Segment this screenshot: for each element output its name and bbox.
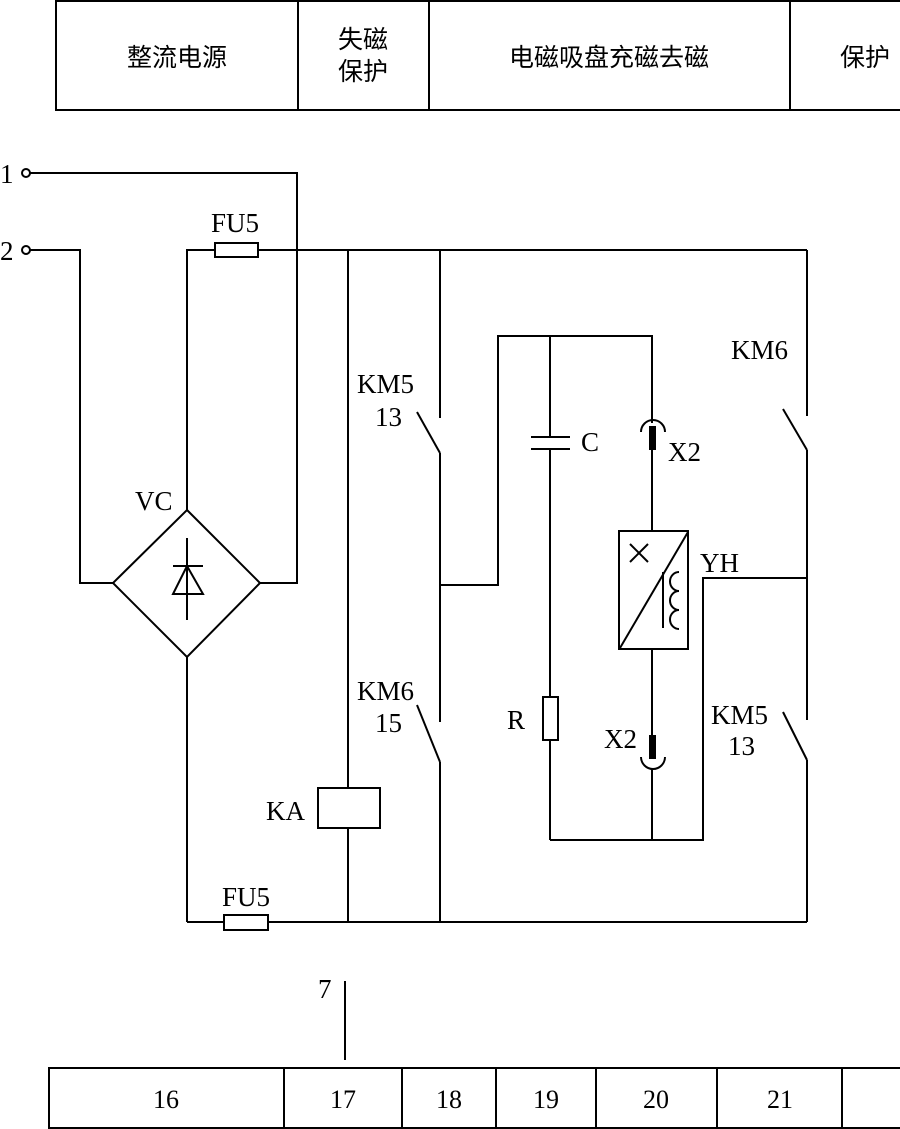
km6-right-label: KM6 — [731, 335, 788, 365]
connector-bottom — [640, 735, 666, 770]
header-border — [55, 0, 900, 111]
electromagnetic-chuck — [618, 530, 689, 650]
resistor — [542, 696, 559, 741]
fuse-top-label: FU5 — [211, 208, 259, 238]
column-19: 19 — [533, 1085, 559, 1114]
column-21: 21 — [767, 1085, 793, 1114]
connector-top-label: X2 — [668, 437, 701, 467]
km5-left-label: KM5 — [357, 369, 414, 399]
terminal-2 — [21, 245, 31, 255]
fuse-bottom — [223, 914, 269, 931]
km5-right-label: KM5 — [711, 700, 768, 730]
capacitor-label: C — [581, 427, 599, 457]
column-18: 18 — [436, 1085, 462, 1114]
wires — [30, 172, 808, 923]
capacitor — [531, 436, 570, 450]
km5-left-number: 13 — [375, 402, 402, 432]
rectifier-label: VC — [135, 486, 173, 516]
relay-coil-ka — [317, 787, 381, 829]
rectifier-bridge — [111, 508, 262, 659]
column-20: 20 — [643, 1085, 669, 1114]
km6-left-number: 15 — [375, 708, 402, 738]
km5-right-number: 13 — [728, 731, 755, 761]
fuse-top — [214, 242, 259, 258]
column-17: 17 — [330, 1085, 356, 1114]
header-demagnetize-protect-2: 保护 — [338, 57, 388, 86]
connector-bottom-label: X2 — [604, 724, 637, 754]
terminal-2-label: 2 — [0, 236, 14, 266]
chuck-label: YH — [700, 548, 739, 578]
connector-top — [640, 419, 666, 450]
header-table: 整流电源 失磁 保护 电磁吸盘充磁去磁 保护 — [55, 0, 900, 111]
terminal-1-label: 1 — [0, 159, 14, 189]
column-16: 16 — [153, 1085, 179, 1114]
header-protect: 保护 — [840, 43, 890, 72]
relay-label: KA — [266, 796, 305, 826]
terminal-1 — [21, 168, 31, 178]
diode-icon — [171, 563, 205, 595]
wire-number-label: 7 — [318, 974, 332, 1004]
resistor-label: R — [507, 705, 525, 735]
footer-table: 16 17 18 19 20 21 — [48, 1067, 900, 1129]
coil-icon — [669, 571, 680, 630]
header-chuck-charge-discharge: 电磁吸盘充磁去磁 — [509, 43, 709, 72]
fuse-bottom-label: FU5 — [222, 882, 270, 912]
header-demagnetize-protect-1: 失磁 — [338, 25, 388, 54]
header-rectifier-power: 整流电源 — [127, 43, 227, 72]
km6-left-label: KM6 — [357, 676, 414, 706]
